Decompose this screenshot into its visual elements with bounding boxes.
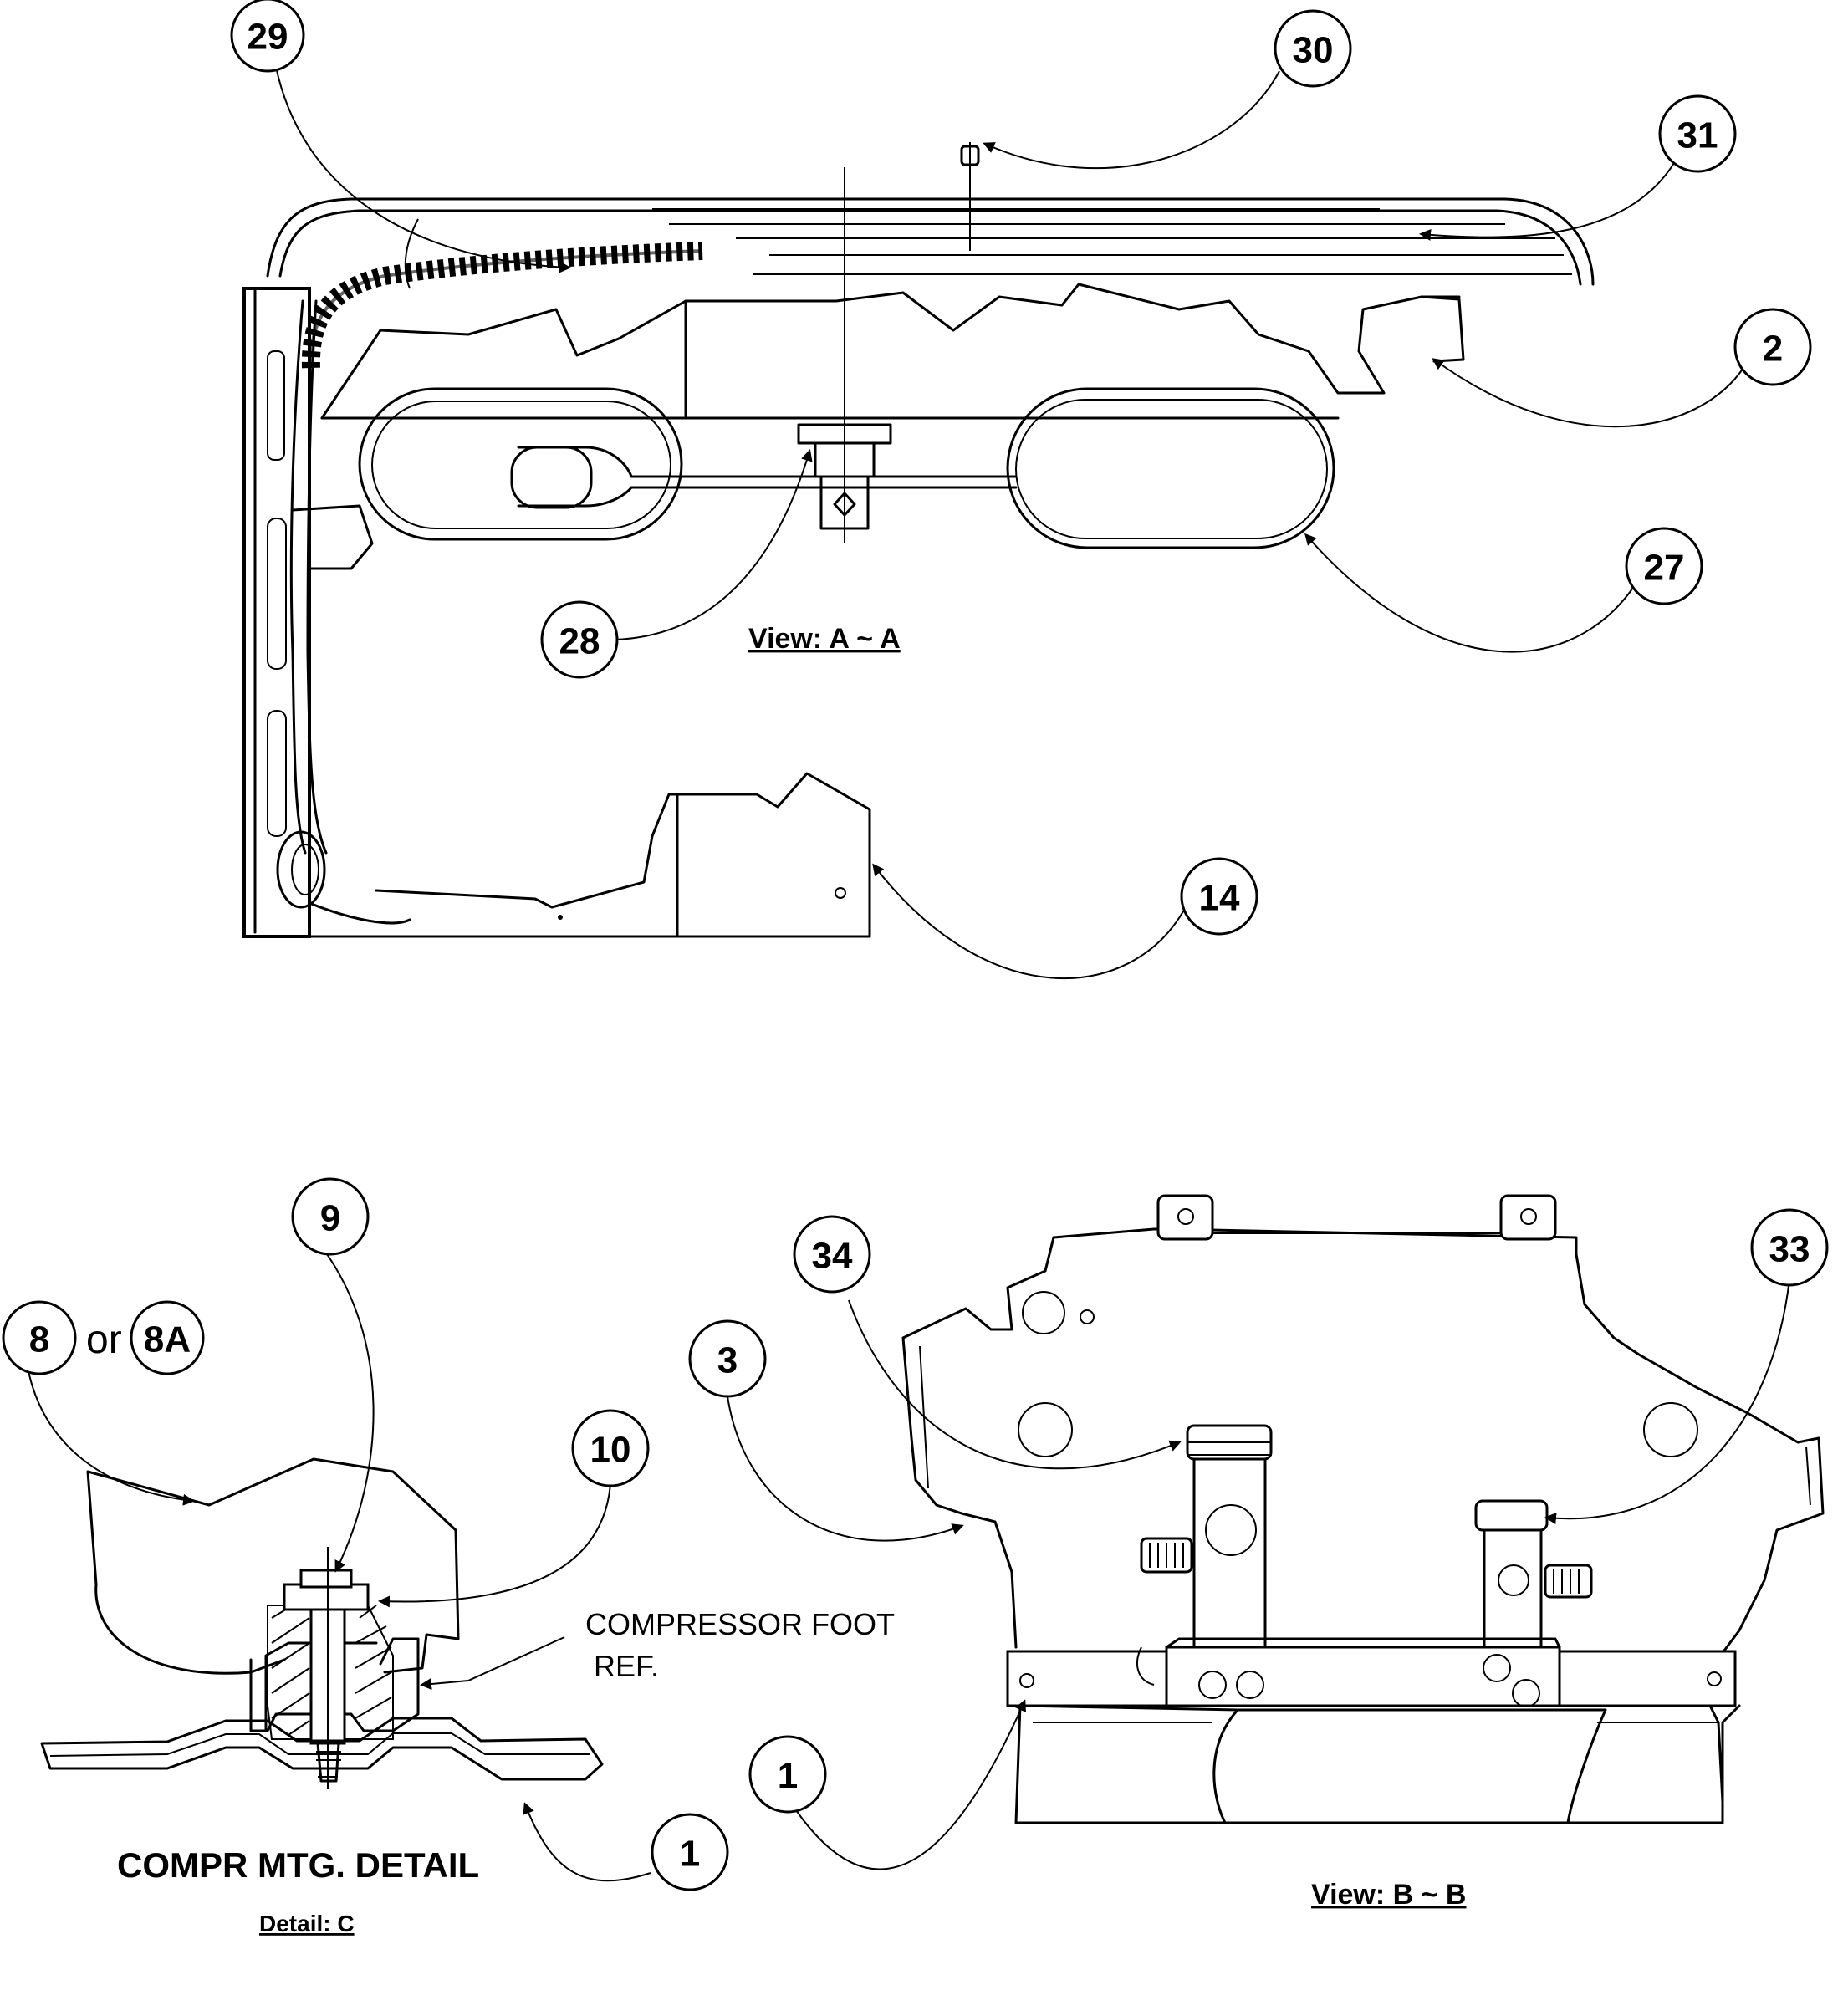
svg-text:30: 30 — [1293, 30, 1334, 71]
callout-3: 3 — [688, 1319, 767, 1398]
callout-8a: 8A — [130, 1300, 205, 1375]
view-b-leaders — [727, 1278, 1790, 1870]
svg-text:2: 2 — [1763, 329, 1783, 370]
callout-2: 2 — [1733, 308, 1812, 386]
svg-text:1: 1 — [680, 1834, 700, 1875]
callout-1-detail: 1 — [651, 1813, 729, 1891]
callout-8: 8 — [2, 1300, 77, 1375]
compressor-foot-label: COMPRESSOR FOOT — [585, 1607, 895, 1641]
svg-text:33: 33 — [1769, 1229, 1810, 1270]
detail-c-leaders — [23, 1241, 651, 1882]
svg-text:34: 34 — [812, 1236, 853, 1277]
svg-text:8: 8 — [29, 1319, 49, 1360]
callout-29: 29 — [230, 0, 305, 73]
callout-34: 34 — [793, 1215, 871, 1294]
svg-text:3: 3 — [717, 1340, 738, 1381]
detail-c-drawing — [40, 1457, 604, 1789]
or-text: or — [86, 1318, 122, 1362]
callout-30: 30 — [1274, 9, 1352, 88]
compr-mtg-detail-title: COMPR MTG. DETAIL — [117, 1845, 479, 1885]
callout-27: 27 — [1625, 527, 1703, 605]
svg-text:10: 10 — [590, 1430, 631, 1471]
svg-text:27: 27 — [1644, 548, 1685, 589]
view-b-drawing — [901, 1194, 1825, 1824]
callout-28: 28 — [540, 600, 619, 679]
callout-10: 10 — [571, 1409, 650, 1487]
callout-31: 31 — [1658, 94, 1737, 173]
callout-33: 33 — [1750, 1208, 1829, 1287]
svg-text:29: 29 — [248, 17, 288, 58]
compressor-foot-ref-label: REF. — [594, 1649, 659, 1683]
detail-c-caption: Detail: C — [259, 1911, 355, 1936]
svg-text:31: 31 — [1677, 115, 1718, 156]
view-a-caption: View: A ~ A — [748, 623, 901, 655]
view-a-drawing — [242, 142, 1595, 938]
svg-text:28: 28 — [559, 621, 600, 662]
callout-9: 9 — [291, 1177, 370, 1256]
svg-text:8A: 8A — [144, 1319, 191, 1360]
view-a-leaders — [275, 66, 1744, 979]
svg-text:1: 1 — [778, 1756, 798, 1797]
callout-1-view-b: 1 — [748, 1735, 827, 1814]
callout-14: 14 — [1180, 857, 1258, 936]
svg-text:14: 14 — [1199, 878, 1240, 919]
svg-text:9: 9 — [320, 1198, 340, 1239]
view-b-caption: View: B ~ B — [1311, 1879, 1467, 1911]
